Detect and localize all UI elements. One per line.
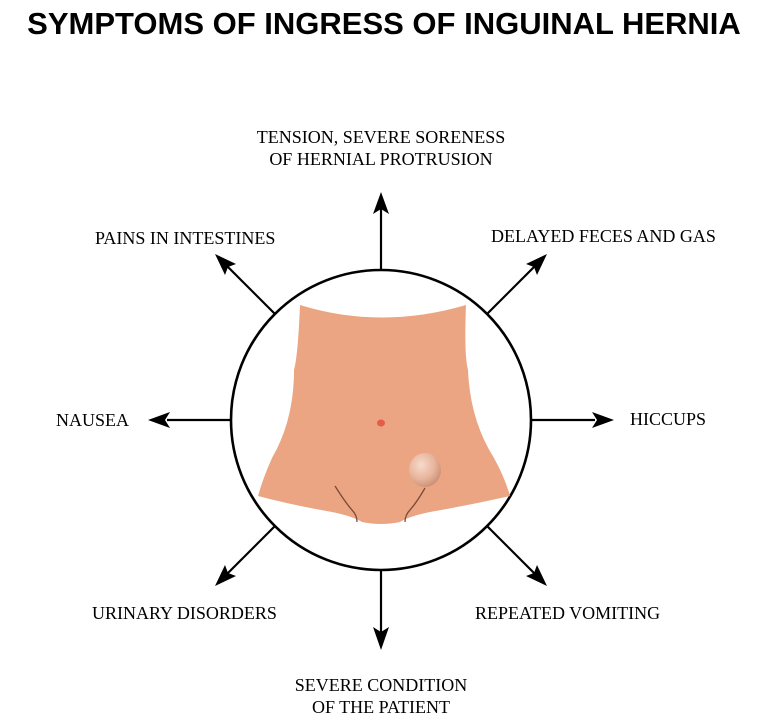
arrow-icon-top	[373, 192, 389, 270]
arrow-icon-left	[148, 412, 231, 428]
arrow-icon-top-right	[486, 254, 547, 315]
symptom-label-top-left: PAINS IN INTESTINES	[95, 228, 276, 248]
hernia-bulge	[409, 453, 441, 487]
abdomen-with-hernia-icon	[258, 305, 510, 524]
symptom-label-bottom: SEVERE CONDITION OF THE PATIENT	[251, 674, 511, 718]
symptom-label-top-right: DELAYED FECES AND GAS	[491, 226, 716, 246]
symptom-label-bottom-line1: SEVERE CONDITION	[294, 675, 468, 695]
symptom-label-left: NAUSEA	[56, 410, 130, 430]
abdomen-torso	[258, 305, 510, 524]
symptom-label-bottom-right: REPEATED VOMITING	[475, 603, 661, 623]
symptom-label-bottom-line2: OF THE PATIENT	[311, 697, 450, 717]
arrow-icon-top-left	[215, 254, 276, 315]
symptom-label-bottom-left: URINARY DISORDERS	[92, 603, 277, 623]
diagram-title: SYMPTOMS OF INGRESS OF INGUINAL HERNIA	[27, 6, 741, 41]
arrow-icon-bottom	[373, 570, 389, 650]
groin-fold-right	[404, 487, 426, 523]
arrows-group	[148, 192, 614, 650]
navel	[377, 419, 385, 427]
symptom-label-top: TENSION, SEVERE SORENESS OF HERNIAL PROT…	[230, 126, 532, 170]
symptom-label-top-line1: TENSION, SEVERE SORENESS	[256, 127, 506, 147]
groin-fold-left	[334, 485, 358, 523]
arrow-icon-bottom-right	[486, 525, 547, 586]
arrow-icon-bottom-left	[215, 525, 276, 586]
arrow-icon-right	[531, 412, 614, 428]
symptom-label-right: HICCUPS	[630, 409, 707, 429]
symptom-label-top-line2: OF HERNIAL PROTRUSION	[269, 149, 493, 169]
